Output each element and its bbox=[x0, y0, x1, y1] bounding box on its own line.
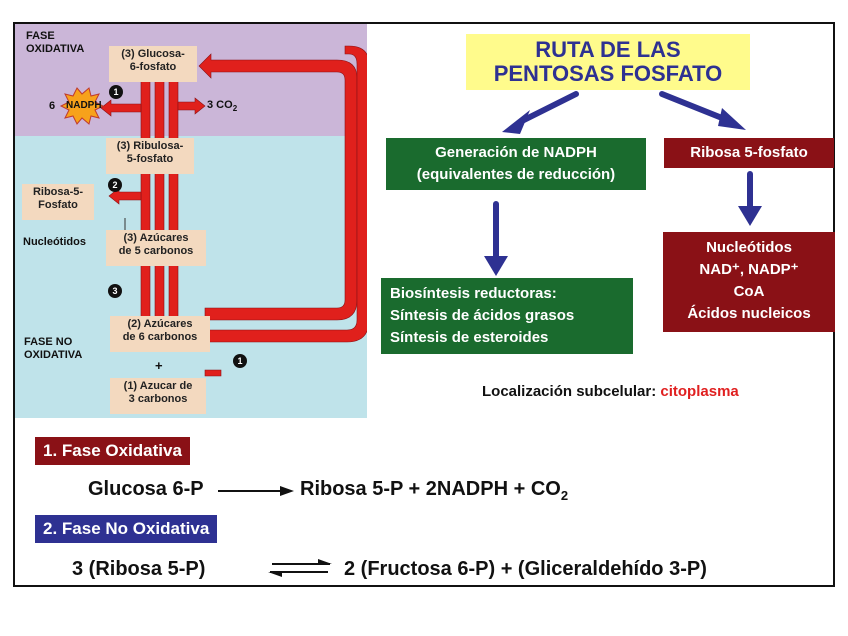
ribosa-5-fosfato-overview-box: Ribosa 5-fosfato bbox=[664, 138, 834, 168]
subcellular-location: Localización subcelular: citoplasma bbox=[482, 383, 739, 400]
step-3-marker: 3 bbox=[108, 284, 122, 298]
phase2-products: 2 (Fructosa 6-P) + (Gliceraldehído 3-P) bbox=[344, 558, 707, 580]
arrowhead-nadph bbox=[502, 110, 530, 134]
overview-arrows bbox=[484, 91, 762, 276]
nadph-count: 6 bbox=[49, 100, 56, 112]
phase1-tag: 1. Fase Oxidativa bbox=[35, 437, 190, 465]
products-box: Nucleótidos NAD⁺, NADP⁺ CoA Ácidos nucle… bbox=[663, 232, 835, 332]
nucleotidos-label: Nucleótidos bbox=[23, 236, 86, 248]
phase1-arrow bbox=[218, 486, 294, 496]
phase-nonoxidative-label: FASE NO OXIDATIVA bbox=[24, 336, 83, 361]
phase2-reactant: 3 (Ribosa 5-P) bbox=[72, 558, 206, 580]
ribulosa-5-fosfato-box: (3) Ribulosa- 5-fosfato bbox=[106, 138, 194, 174]
subcellular-location-value: citoplasma bbox=[660, 383, 739, 400]
phase2-tag: 2. Fase No Oxidativa bbox=[35, 515, 218, 543]
arrowhead-products bbox=[738, 206, 762, 226]
phase1-reactant: Glucosa 6-P bbox=[88, 478, 204, 500]
pathway-arrows bbox=[59, 45, 367, 377]
step-1-marker-top: 1 bbox=[109, 85, 123, 99]
triose-connector bbox=[204, 369, 222, 377]
pathway-band-2 bbox=[154, 79, 165, 327]
glucosa-6-fosfato-box: (3) Glucosa- 6-fosfato bbox=[109, 46, 197, 82]
ribosa-side-arrow bbox=[108, 187, 142, 205]
phase1-products: Ribosa 5-P + 2NADPH + CO2 bbox=[300, 478, 569, 503]
pathway-band-1 bbox=[140, 79, 151, 327]
arrowhead-biosintesis bbox=[484, 256, 508, 276]
ribosa-5-fosfato-box: Ribosa-5- Fosfato bbox=[22, 184, 94, 220]
nadph-starburst bbox=[59, 87, 105, 125]
phase-oxidative-label: FASE OXIDATIVA bbox=[26, 30, 85, 55]
arrow-to-nadph bbox=[517, 91, 579, 125]
nadph-side-arrow bbox=[100, 99, 142, 117]
step-2-marker: 2 bbox=[108, 178, 122, 192]
plus-sign: + bbox=[155, 358, 163, 373]
return-loop-lower bbox=[204, 45, 367, 343]
azucar-3-carbonos-box: (1) Azucar de 3 carbonos bbox=[110, 378, 206, 414]
phase2-equilibrium-arrow bbox=[268, 559, 332, 577]
pathway-band-3 bbox=[168, 79, 179, 327]
nadph-generation-box: Generación de NADPH (equivalentes de red… bbox=[386, 138, 646, 190]
biosintesis-box: Biosíntesis reductoras: Síntesis de ácid… bbox=[381, 278, 633, 354]
azucares-6-carbonos-box: (2) Azúcares de 6 carbonos bbox=[110, 316, 210, 352]
arrowhead-ribosa bbox=[718, 108, 746, 130]
nonoxidative-phase-panel bbox=[15, 136, 367, 418]
pathway-title: RUTA DE LAS PENTOSAS FOSFATO bbox=[466, 34, 750, 90]
co2-side-arrow bbox=[177, 97, 206, 115]
return-loop-outer bbox=[198, 53, 358, 321]
azucares-5-carbonos-box: (3) Azúcares de 5 carbonos bbox=[106, 230, 206, 266]
step-1-marker-bottom: 1 bbox=[233, 354, 247, 368]
nadph-label: NADPH bbox=[66, 100, 102, 111]
co2-label: 3 CO2 bbox=[207, 99, 238, 114]
